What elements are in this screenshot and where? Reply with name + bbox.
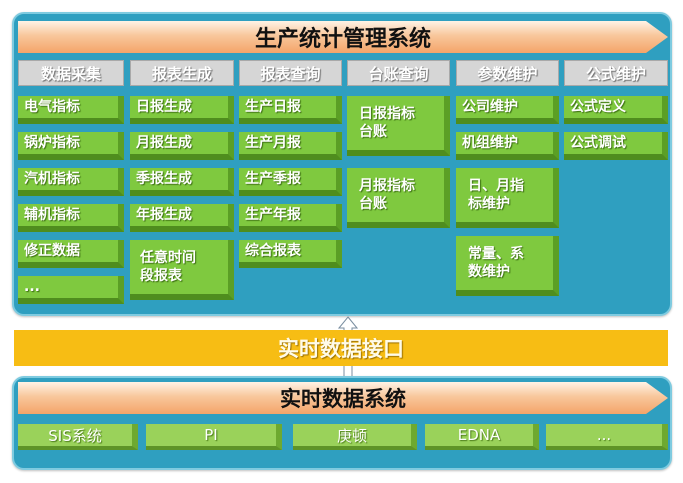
header-report-query: 报表查询 [239, 60, 342, 86]
item-quarterly-report-generation: 季报生成 [130, 168, 234, 196]
item-correction-data: 修正数据 [18, 240, 124, 268]
source-sis-system: SIS系统 [18, 424, 138, 450]
item-production-quarterly: 生产季报 [239, 168, 342, 196]
item-boiler-index: 锅炉指标 [18, 132, 124, 160]
header-data-collection: 数据采集 [18, 60, 124, 86]
source-edna: EDNA [425, 424, 539, 450]
item-constant-coefficient-maintenance: 常量、系数维护 [456, 236, 559, 296]
item-daily-index-ledger: 日报指标台账 [347, 96, 450, 156]
production-stats-panel [12, 12, 672, 316]
header-ledger-query: 台账查询 [347, 60, 450, 86]
item-electrical-index: 电气指标 [18, 96, 124, 124]
item-monthly-index-ledger: 月报指标台账 [347, 168, 450, 228]
item-arbitrary-period-report: 任意时间段报表 [130, 240, 234, 300]
top-title-text: 生产统计管理系统 [254, 27, 431, 52]
item-annual-report-generation: 年报生成 [130, 204, 234, 232]
header-parameter-maintenance: 参数维护 [456, 60, 559, 86]
item-production-annual: 生产年报 [239, 204, 342, 232]
top-system-title: 生产统计管理系统 [18, 21, 668, 53]
item-production-monthly: 生产月报 [239, 132, 342, 160]
source-more: ... [546, 424, 668, 450]
item-formula-definition: 公式定义 [564, 96, 668, 124]
header-report-generation: 报表生成 [130, 60, 234, 86]
item-company-maintenance: 公司维护 [456, 96, 559, 124]
item-formula-debugging: 公式调试 [564, 132, 668, 160]
source-pi: PI [146, 424, 282, 450]
item-comprehensive-report: 综合报表 [239, 240, 342, 268]
item-daily-monthly-index-maintenance: 日、月指标维护 [456, 168, 559, 228]
item-auxiliary-index: 辅机指标 [18, 204, 124, 232]
item-production-daily: 生产日报 [239, 96, 342, 124]
bottom-title-text: 实时数据系统 [280, 387, 406, 411]
item-unit-maintenance: 机组维护 [456, 132, 559, 160]
item-turbine-index: 汽机指标 [18, 168, 124, 196]
bottom-system-title: 实时数据系统 [18, 382, 668, 414]
item-daily-report-generation: 日报生成 [130, 96, 234, 124]
item-monthly-report-generation: 月报生成 [130, 132, 234, 160]
realtime-data-interface: 实时数据接口 [14, 330, 668, 366]
header-formula-maintenance: 公式维护 [564, 60, 668, 86]
item-more-collection: ... [18, 276, 124, 304]
interface-label: 实时数据接口 [278, 337, 404, 361]
source-gengdun: 庚顿 [293, 424, 417, 450]
